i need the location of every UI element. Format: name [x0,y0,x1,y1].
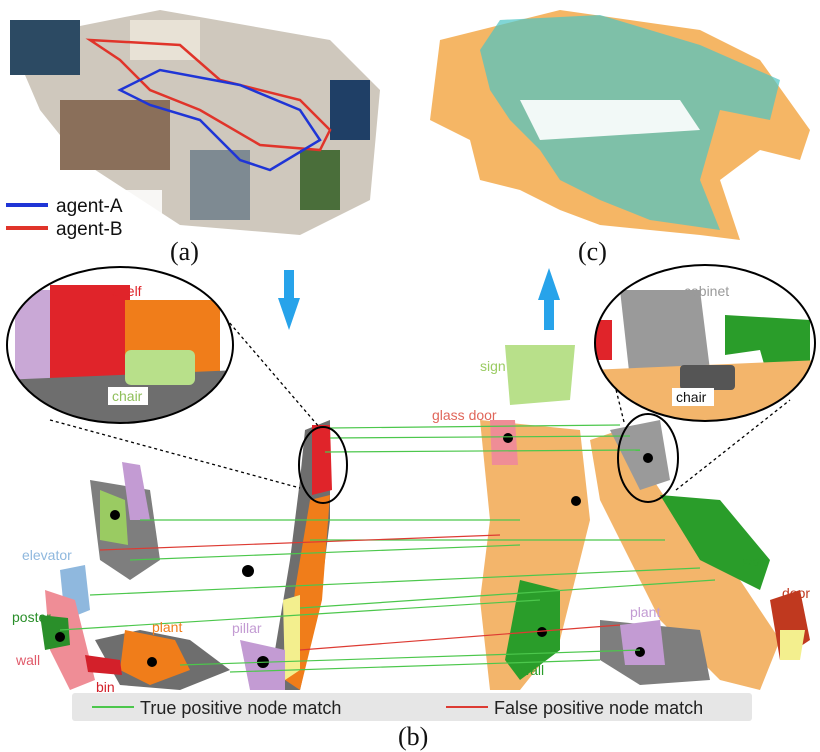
scene-wood-wall [60,100,170,170]
agent-legend: agent-A agent-B [2,190,162,240]
label-plant-right: plant [630,604,660,620]
cloud-interior [520,100,700,140]
left-zoom-line [221,313,321,429]
match-line-tp [89,567,701,596]
left-plant-node [120,630,190,685]
right-door-yellow [780,630,805,660]
match-line-tp [329,424,621,429]
down-arrow-shaft [284,270,294,300]
label-chair-right-bg [672,388,714,406]
right-node-glass [503,433,513,443]
agent-a-trajectory [117,68,322,172]
label-cabinet: cabinet [684,283,729,299]
match-line-tp [329,435,631,439]
match-legend-bg [72,693,752,721]
right-glass-door-node [490,420,518,465]
label-chair: chair [112,388,143,404]
match-line-tp [324,449,641,453]
match-line-tp [179,649,641,666]
down-arrow [278,270,300,330]
scene-elevator [190,150,250,220]
left-zoom-border [6,266,234,424]
panel-b-caption: (b) [398,722,428,751]
right-object-labels: cabinet chair sign glass door wall door … [432,283,810,678]
true-positive-label: True positive node match [140,698,341,718]
right-plant-node [620,620,665,665]
left-zoom-ring [298,426,348,504]
right-sign-node [505,345,575,405]
right-scene-graph [480,345,810,690]
panel-a-caption: (a) [170,237,199,266]
left-bin-node [85,655,122,675]
right-zoom-line [675,399,791,491]
left-scene-graph [40,420,332,690]
node-matches [59,424,716,673]
right-wall-orange [590,430,780,690]
left-node-plant [147,657,157,667]
left-zoom-line [49,419,301,489]
right-node-center [571,496,581,506]
left-zoom-pillar [15,290,55,380]
up-arrow [538,268,560,330]
label-shelf: shelf [112,283,142,299]
up-arrow-shaft [544,298,554,330]
right-node-wall-bottom [537,627,547,637]
right-wall-node [660,495,770,590]
right-node-plant [635,647,645,657]
label-wall-right: wall [741,553,766,569]
left-shelf-node [312,425,332,495]
down-arrow-head [278,298,300,330]
scene-floor [10,10,380,235]
right-node-cabinet [643,453,653,463]
left-zoom-chair [125,350,195,385]
up-arrow-head [538,268,560,300]
match-line-tp [299,579,716,609]
left-zoom-callout [6,266,348,504]
label-glass-door: glass door [432,407,497,423]
match-legend: True positive node match False positive … [72,693,752,721]
scene-wall-panel [10,20,80,75]
label-chair-bg [108,387,148,405]
left-wall-yellow [283,595,300,680]
right-zoom-border [594,264,816,422]
panel-c-pointcloud [430,10,810,240]
label-elevator: elevator [22,547,72,563]
right-cabinet-node [610,420,670,490]
agent-b-label: agent-B [56,219,123,240]
right-zoom-cabinet [620,290,710,380]
left-object-labels: shelf chair elevator poster wall plant p… [12,283,262,695]
label-bin: bin [96,679,115,695]
label-sign: sign [480,358,506,374]
right-zoom-red [595,320,612,360]
match-line-tp [129,544,521,561]
match-line-fp [299,624,621,651]
left-zoom-shelf [50,285,130,385]
right-zoom-chair [680,365,735,390]
label-wall-bottom: wall [519,662,544,678]
panel-c-caption: (c) [578,237,607,266]
panel-a-scene [10,10,380,235]
right-wall-bottom-node [505,580,560,680]
left-node-poster [55,632,65,642]
label-poster: poster [12,609,51,625]
false-positive-label: False positive node match [494,698,703,718]
right-zoom-ring [617,413,679,503]
label-plant: plant [152,619,182,635]
left-node-center [242,565,254,577]
label-chair-right: chair [676,389,707,405]
label-wall: wall [15,652,40,668]
match-line-tp [59,599,541,631]
match-line-tp [229,659,601,673]
match-line-fp [99,534,501,551]
scene-plant [300,150,340,210]
label-pillar: pillar [232,620,262,636]
scene-door [330,80,370,140]
right-left-wall [480,420,590,690]
label-door: door [782,585,810,601]
agent-a-label: agent-A [56,196,123,217]
left-node-chair [110,510,120,520]
left-wall-node [45,590,95,690]
left-pillar-top [122,462,150,520]
